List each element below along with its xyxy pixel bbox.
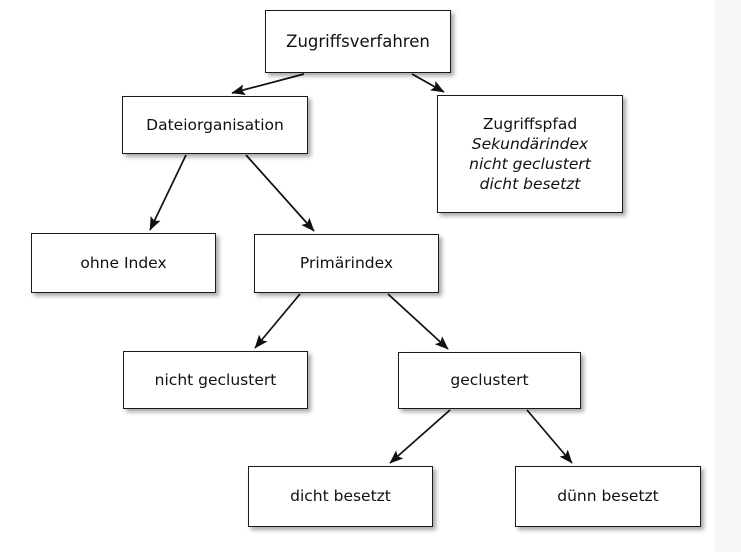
edge-geclustert-to-dicht-besetzt xyxy=(389,409,451,464)
edge-geclustert-to-duenn-besetzt xyxy=(526,409,573,464)
edge-primaerindex-to-geclustert xyxy=(387,293,449,350)
right-panel-strip xyxy=(714,0,741,552)
node-label: Zugriffspfad xyxy=(482,114,578,133)
node-zugriffsverfahren[interactable]: Zugriffsverfahren xyxy=(265,10,451,73)
node-duenn-besetzt[interactable]: dünn besetzt xyxy=(515,466,701,527)
node-label: nicht geclustert xyxy=(469,155,591,173)
node-label: Primärindex xyxy=(299,254,394,273)
node-ohne-index[interactable]: ohne Index xyxy=(31,233,216,293)
edge-zugriffsverfahren-to-zugriffspfad xyxy=(411,73,445,93)
node-label: geclustert xyxy=(450,371,529,390)
node-geclustert[interactable]: geclustert xyxy=(398,352,581,409)
node-label: Sekundärindex xyxy=(471,134,589,153)
node-label: dünn besetzt xyxy=(557,487,659,506)
node-dicht-besetzt[interactable]: dicht besetzt xyxy=(248,466,433,527)
node-dateiorganisation[interactable]: Dateiorganisation xyxy=(122,96,308,154)
edge-dateiorganisation-to-ohne-index xyxy=(149,154,187,231)
node-label: dicht besetzt xyxy=(290,487,391,506)
edge-group xyxy=(149,73,573,464)
node-label: ohne Index xyxy=(80,253,167,272)
node-primaerindex[interactable]: Primärindex xyxy=(254,234,439,293)
node-label: nicht geclustert xyxy=(154,370,277,389)
node-label: dicht besetzt xyxy=(479,175,581,194)
node-label: Dateiorganisation xyxy=(146,115,284,134)
edge-zugriffsverfahren-to-dateiorganisation xyxy=(231,73,305,95)
edge-primaerindex-to-nicht-geclustert xyxy=(254,293,301,349)
edge-dateiorganisation-to-primaerindex xyxy=(245,154,315,232)
node-label: Zugriffsverfahren xyxy=(286,31,430,51)
node-nicht-geclustert[interactable]: nicht geclustert xyxy=(123,351,308,409)
